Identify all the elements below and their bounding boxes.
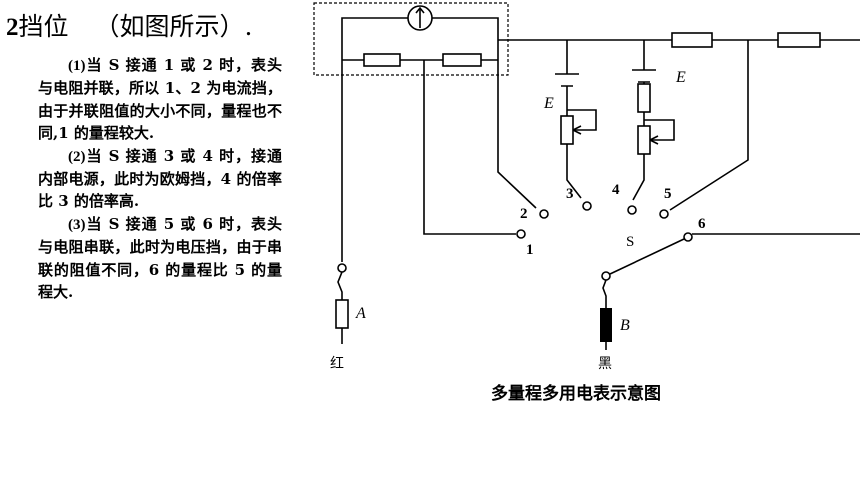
contact-4-label: 4 [612, 182, 620, 198]
explanation-notes: (1)当 S 接通 1 或 2 时，表头与电阻并联，所以 1、2 为电流挡，由于… [38, 54, 282, 303]
heading-text: 挡位 [18, 12, 69, 41]
switch-label: S [626, 234, 634, 250]
rheostat-1-arrow-icon [572, 125, 582, 135]
fixed-resistor-4 [637, 83, 651, 113]
wire-red-bend [337, 271, 343, 300]
note-label: (3) [68, 216, 86, 233]
contact-3-terminal [582, 201, 592, 211]
red-probe-label: 红 [330, 356, 344, 372]
galvanometer-icon [407, 5, 433, 31]
probe-b-label: B [620, 317, 630, 334]
diagram-caption: 多量程多用电表示意图 [491, 383, 661, 404]
note-ohm-range: (2)当 S 接通 3 或 4 时，接通内部电源，此时为欧姆挡，4 的倍率比 3… [38, 145, 282, 213]
selector-switch-arm [609, 238, 685, 275]
shunt-resistor-1 [363, 53, 401, 67]
contact-6-label: 6 [698, 216, 706, 232]
contact-6-terminal [683, 232, 693, 242]
note-current-range: (1)当 S 接通 1 或 2 时，表头与电阻并联，所以 1、2 为电流挡，由于… [38, 54, 282, 145]
shunt-resistor-2 [442, 53, 482, 67]
contact-1-terminal [516, 229, 526, 239]
wire-contact-1 [423, 60, 516, 235]
wire-galvanometer-right [432, 17, 499, 60]
selector-pivot [601, 271, 611, 281]
battery-label-2: E [675, 69, 686, 86]
contact-2-label: 2 [520, 206, 528, 222]
note-text: 当 S 接通 1 或 2 时，表头与电阻并联，所以 1、2 为电流挡，由于并联阻… [38, 56, 282, 143]
galvanometer-dashed-box [313, 2, 509, 76]
heading-number: 2 [6, 14, 19, 41]
contact-1-label: 1 [526, 242, 534, 258]
rheostat-1-wiper [567, 109, 597, 131]
contact-5-label: 5 [664, 186, 672, 202]
heading-parenthetical: （如图所示）. [94, 12, 253, 41]
section-heading: 2挡位 （如图所示）. [6, 10, 252, 45]
rheostat-2-wiper [644, 119, 675, 141]
series-resistor-2 [777, 32, 821, 48]
contact-3-label: 3 [566, 186, 574, 202]
wire-black-lead [602, 279, 607, 308]
note-text: 当 S 接通 3 或 4 时，接通内部电源，此时为欧姆挡，4 的倍率比 3 的倍… [38, 146, 282, 211]
contact-5-terminal [659, 209, 669, 219]
galvanometer-needle-icon [415, 6, 425, 28]
contact-2-terminal [539, 209, 549, 219]
wire-contact-2 [497, 60, 537, 209]
variable-resistor-1 [560, 115, 574, 145]
battery-label-1: E [543, 95, 554, 112]
note-label: (1) [68, 58, 86, 74]
wire-contact-3 [566, 40, 582, 199]
wire-top-main [498, 39, 860, 235]
note-voltage-range: (3)当 S 接通 5 或 6 时，表头与电阻串联，此时为电压挡，由于串联的阻值… [38, 213, 282, 304]
battery-2-icon [632, 69, 656, 83]
note-text: 当 S 接通 5 或 6 时，表头与电阻串联，此时为电压挡，由于串联的阻值不同，… [38, 214, 282, 302]
probe-a-icon [335, 299, 349, 329]
black-probe-label: 黑 [598, 356, 612, 372]
contact-4-terminal [627, 205, 637, 215]
rheostat-2-arrow-icon [649, 135, 659, 145]
probe-a-label: A [355, 305, 366, 322]
variable-resistor-2 [637, 125, 651, 155]
probe-b-icon [600, 308, 612, 342]
wire-galvanometer-left [341, 17, 408, 60]
series-resistor-1 [671, 32, 713, 48]
note-label: (2) [68, 148, 86, 165]
red-terminal-icon [337, 263, 347, 273]
battery-1-icon [555, 73, 579, 87]
wire-contact-5 [669, 40, 749, 211]
wire-contact-4 [632, 40, 645, 201]
